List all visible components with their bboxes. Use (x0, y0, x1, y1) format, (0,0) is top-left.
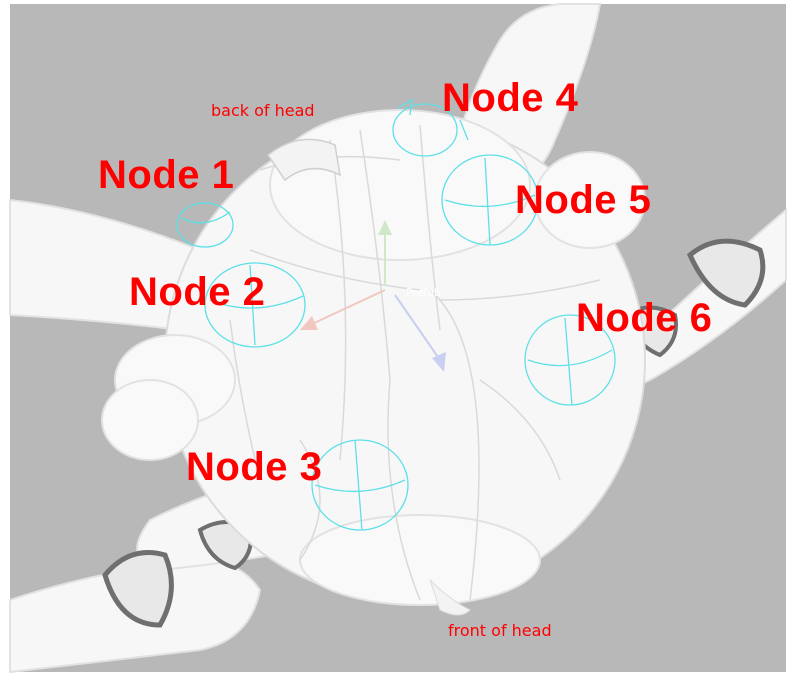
bone-node-icon[interactable] (176, 98, 616, 531)
top-ribbon (266, 138, 341, 182)
back-of-head-label: back of head (211, 101, 315, 120)
head-lobe-bottom (299, 514, 541, 606)
head-lobe-left-2 (101, 379, 199, 461)
head-lobe-right (534, 151, 646, 249)
node-6-label: Node 6 (576, 296, 713, 340)
right-arm-segment (686, 238, 766, 308)
node-5-label: Node 5 (515, 178, 652, 222)
node-1-label: Node 1 (98, 153, 235, 197)
node-2-label: Node 2 (129, 270, 266, 314)
lower-left-segment (102, 550, 174, 628)
move-gizmo-icon[interactable] (300, 220, 446, 372)
head-lobe-top (269, 109, 531, 261)
chin-part (429, 579, 471, 616)
node-4-label: Node 4 (442, 76, 579, 120)
front-of-head-label: front of head (448, 621, 552, 640)
prefab-label: Prefab (406, 286, 442, 299)
cloth-folds (229, 124, 601, 601)
node-3-label: Node 3 (186, 445, 323, 489)
